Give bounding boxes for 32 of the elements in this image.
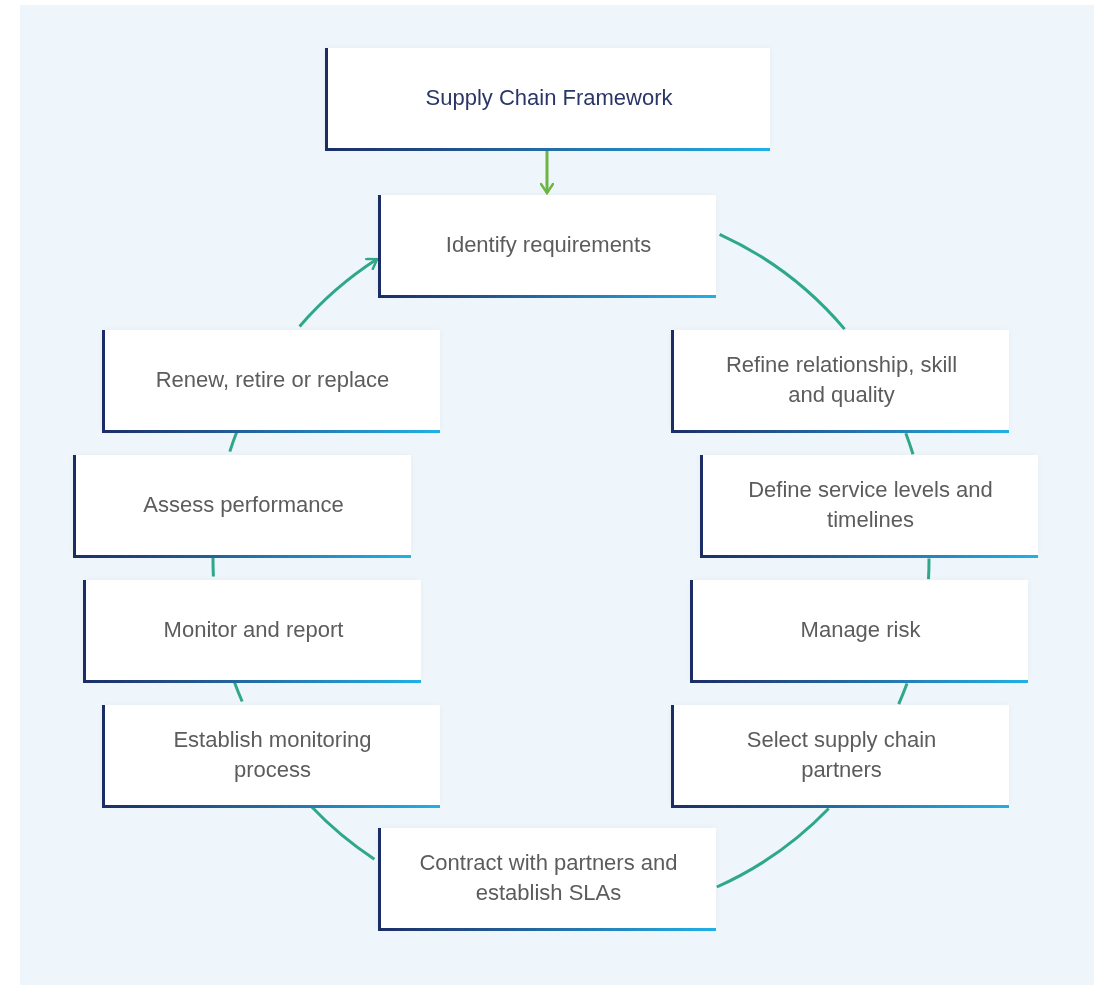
step-box xyxy=(671,330,1009,430)
step-box xyxy=(700,455,1038,555)
step-box xyxy=(102,705,440,805)
connector-arc xyxy=(904,432,915,455)
step-label: Monitor and report xyxy=(163,616,344,644)
step-label: Define service levels and timelines xyxy=(747,476,994,534)
connector-arc xyxy=(927,558,931,580)
connector-arc xyxy=(897,683,909,705)
step-box xyxy=(690,580,1028,680)
step-box xyxy=(73,455,411,555)
arrow xyxy=(539,151,555,195)
step-label: Refine relationship, skill and quality xyxy=(724,351,959,409)
connector-arc xyxy=(211,555,215,577)
step-box xyxy=(83,580,421,680)
connector-arc xyxy=(718,232,846,331)
step-label: Manage risk xyxy=(800,616,921,644)
step-box xyxy=(671,705,1009,805)
step-label: Identify requirements xyxy=(445,231,652,259)
connector-arc xyxy=(232,680,244,703)
step-box xyxy=(102,330,440,430)
step-box xyxy=(378,828,716,928)
connector-arc xyxy=(716,807,830,889)
step-label: Contract with partners and establish SLAs xyxy=(418,849,679,907)
step-label: Select supply chain partners xyxy=(745,726,938,784)
step-label: Renew, retire or replace xyxy=(155,366,390,394)
step-label: Assess performance xyxy=(143,491,344,519)
arrow xyxy=(298,257,379,328)
title-box xyxy=(325,48,770,148)
step-label: Establish monitoring process xyxy=(172,726,373,784)
title-text: Supply Chain Framework xyxy=(425,84,673,112)
step-box xyxy=(378,195,716,295)
connector-arc xyxy=(228,430,239,453)
